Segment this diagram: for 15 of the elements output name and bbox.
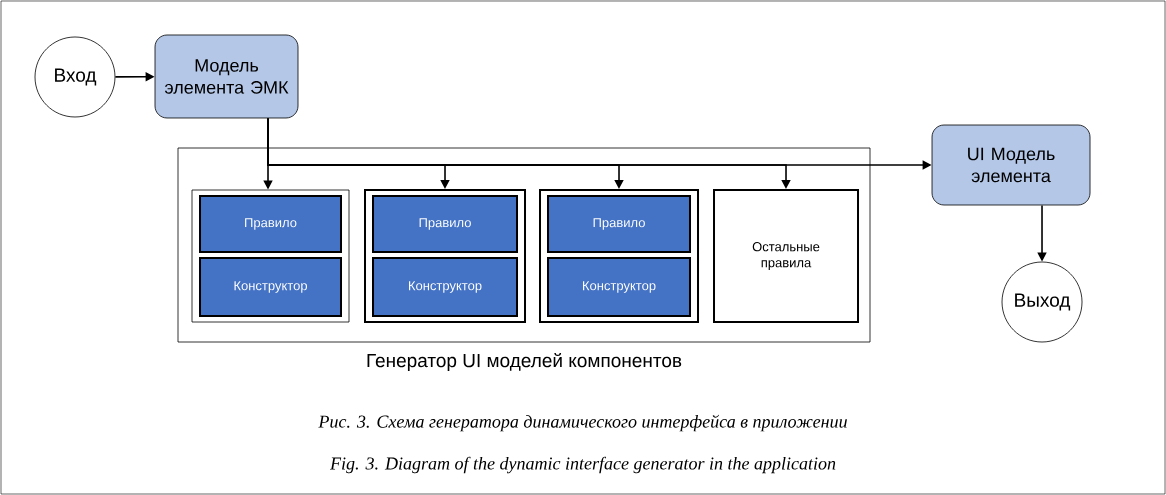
process-box: Модель элемента ЭМК xyxy=(154,34,299,119)
process-box: Правило xyxy=(199,195,342,253)
process-box: Конструктор xyxy=(199,257,342,317)
process-box: UI Модель элемента xyxy=(931,124,1091,206)
process-box: Правило xyxy=(547,195,691,253)
node-label: Генератор UI моделей компонентов xyxy=(367,352,682,372)
rule-group-box xyxy=(364,189,526,323)
process-box: Конструктор xyxy=(372,257,518,317)
rule-group-box xyxy=(191,189,350,323)
rule-group-box xyxy=(539,189,699,323)
caption: Рис. 3. Схема генератора динамического интерфейса в приложении xyxy=(318,414,847,432)
caption: Fig. 3. Diagram of the dynamic interface generator in the application xyxy=(329,456,836,474)
process-box: Правило xyxy=(372,195,518,253)
process-box: Остальные правила xyxy=(713,189,859,323)
process-box: Конструктор xyxy=(547,257,691,317)
